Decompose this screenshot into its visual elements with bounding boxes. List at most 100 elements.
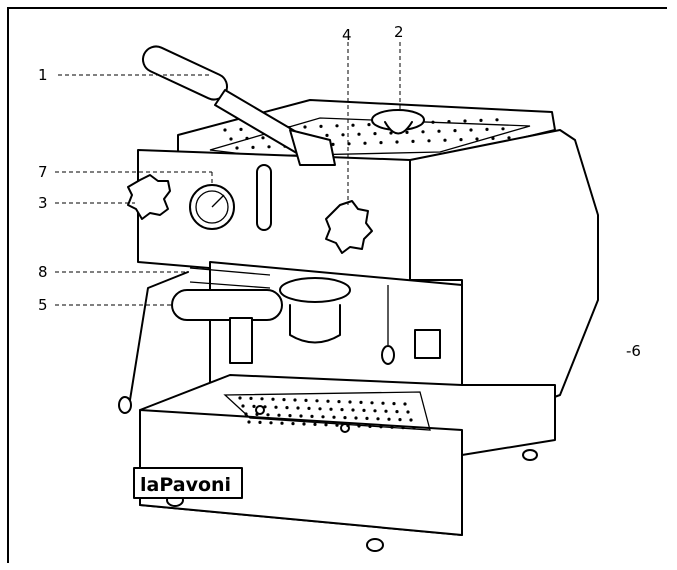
perforation-dot bbox=[303, 125, 307, 129]
perforation-dot bbox=[291, 422, 295, 426]
perforation-dot bbox=[447, 120, 451, 124]
indicator-window bbox=[414, 329, 441, 359]
machine-base bbox=[139, 374, 556, 552]
perforation-dot bbox=[252, 404, 256, 408]
perforation-dot bbox=[331, 142, 335, 146]
perforation-dot bbox=[304, 398, 308, 402]
right-control-knob bbox=[325, 200, 373, 254]
perforation-dot bbox=[373, 409, 377, 413]
perforation-dot bbox=[267, 145, 271, 149]
perforation-dot bbox=[269, 421, 273, 425]
diagram-frame bbox=[7, 7, 667, 563]
perforation-dot bbox=[395, 140, 399, 144]
perforation-dot bbox=[332, 415, 336, 419]
portafilter bbox=[171, 277, 351, 364]
perforation-dot bbox=[398, 418, 402, 422]
perforation-dot bbox=[373, 132, 377, 136]
perforation-dot bbox=[409, 418, 413, 422]
perforation-dot bbox=[266, 413, 270, 417]
perforation-dot bbox=[274, 405, 278, 409]
perforation-dot bbox=[258, 420, 262, 424]
perforation-dot bbox=[235, 146, 239, 150]
perforation-dot bbox=[277, 413, 281, 417]
perforation-dot bbox=[329, 407, 333, 411]
perforation-dot bbox=[379, 141, 383, 145]
perforation-dot bbox=[453, 129, 457, 133]
perforation-dot bbox=[501, 127, 505, 131]
perforation-dot bbox=[359, 400, 363, 404]
perforation-dot bbox=[261, 136, 265, 140]
perforation-dot bbox=[313, 422, 317, 426]
brand-plate: laPavoni bbox=[133, 467, 243, 499]
perforation-dot bbox=[318, 407, 322, 411]
perforation-dot bbox=[485, 127, 489, 131]
water-level-tube bbox=[256, 164, 272, 231]
perforation-dot bbox=[363, 141, 367, 145]
perforation-dot bbox=[362, 408, 366, 412]
perforation-dot bbox=[340, 408, 344, 412]
perforation-dot bbox=[507, 136, 511, 140]
callout-labels: 1 2 3 4 5 -6 7 8 bbox=[38, 23, 641, 360]
perforation-dot bbox=[325, 133, 329, 137]
perforation-dot bbox=[326, 399, 330, 403]
perforation-dot bbox=[319, 124, 323, 128]
perforation-dot bbox=[271, 397, 275, 401]
right-side-panel bbox=[409, 129, 599, 431]
perforation-dot bbox=[335, 423, 339, 427]
perforation-dot bbox=[357, 132, 361, 136]
callout-8: 8 bbox=[38, 263, 48, 281]
perforation-dot bbox=[238, 396, 242, 400]
callout-lines bbox=[55, 42, 401, 306]
perforation-dot bbox=[387, 417, 391, 421]
perforation-dot bbox=[495, 118, 499, 122]
perforation-dot bbox=[443, 138, 447, 142]
perforation-dot bbox=[348, 400, 352, 404]
perforation-dot bbox=[346, 424, 350, 428]
perforation-dot bbox=[280, 421, 284, 425]
perforation-dot bbox=[321, 415, 325, 419]
perforation-dot bbox=[245, 136, 249, 140]
callout-4: 4 bbox=[342, 26, 352, 44]
perforation-dot bbox=[239, 127, 243, 131]
perforation-dot bbox=[302, 422, 306, 426]
perforation-dot bbox=[315, 399, 319, 403]
perforation-dot bbox=[310, 414, 314, 418]
perforation-dot bbox=[285, 406, 289, 410]
perforation-dot bbox=[491, 136, 495, 140]
perforation-dot bbox=[260, 397, 264, 401]
perforation-dot bbox=[401, 426, 405, 430]
drip-tray bbox=[223, 391, 431, 433]
perforation-dot bbox=[459, 138, 463, 142]
lever-handle bbox=[141, 45, 336, 166]
perforation-dot bbox=[389, 131, 393, 135]
perforation-dot bbox=[379, 425, 383, 429]
perforation-dot bbox=[307, 406, 311, 410]
front-control-panel bbox=[137, 149, 411, 286]
perforation-dot bbox=[370, 401, 374, 405]
callout-3: 3 bbox=[38, 194, 48, 212]
perforation-dot bbox=[241, 404, 245, 408]
perforation-dot bbox=[381, 401, 385, 405]
perforation-dot bbox=[469, 128, 473, 132]
callout-2: 2 bbox=[394, 23, 404, 41]
perforation-dot bbox=[357, 424, 361, 428]
callout-1: 1 bbox=[38, 66, 48, 84]
perforation-dot bbox=[293, 398, 297, 402]
drip-tip bbox=[381, 345, 395, 365]
perforation-dot bbox=[351, 408, 355, 412]
perforation-dot bbox=[427, 139, 431, 143]
perforation-dot bbox=[406, 410, 410, 414]
perforation-dot bbox=[244, 412, 248, 416]
perforation-dot bbox=[251, 145, 255, 149]
steam-knob-top bbox=[371, 109, 425, 135]
perforation-dot bbox=[437, 129, 441, 133]
perforation-dot bbox=[431, 120, 435, 124]
perforation-dot bbox=[384, 409, 388, 413]
perforation-dot bbox=[392, 402, 396, 406]
callout-5: 5 bbox=[38, 296, 48, 314]
callout-6: -6 bbox=[626, 342, 641, 360]
perforation-dot bbox=[479, 118, 483, 122]
callout-7: 7 bbox=[38, 163, 48, 181]
perforation-dot bbox=[395, 410, 399, 414]
